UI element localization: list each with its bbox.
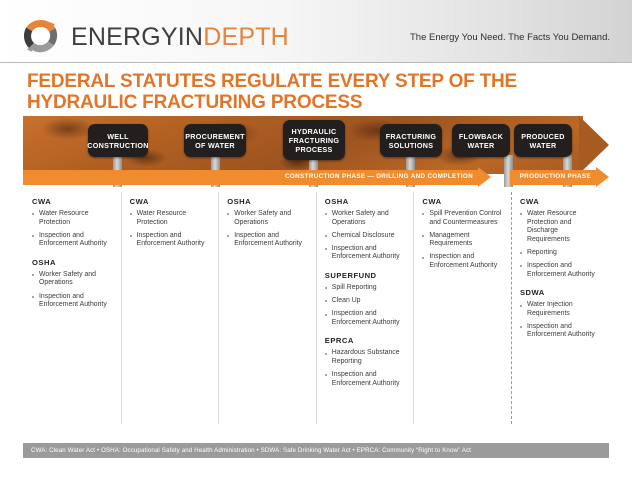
list-item: Hazardous Substance Reporting — [324, 349, 407, 366]
brand-wordmark: ENERGYINDEPTH — [71, 23, 289, 52]
acronym-legend-text: CWA: Clean Water Act • OSHA: Occupationa… — [31, 447, 471, 454]
stage-stem-5 — [504, 155, 513, 187]
statute-heading: OSHA — [324, 197, 349, 206]
statute-group: CWA Water Resource Protection and Dischar… — [519, 197, 602, 279]
stage-bubble-produced-water[interactable]: PRODUCED WATER — [514, 124, 572, 157]
list-item: Water Resource Protection and Discharge … — [519, 210, 602, 244]
stage-label-2: PROCUREMENT OF WATER — [185, 131, 245, 150]
statute-item-list: Spill Prevention Control and Countermeas… — [422, 210, 504, 271]
statute-heading: CWA — [422, 197, 442, 206]
page-title: FEDERAL STATUTES REGULATE EVERY STEP OF … — [27, 71, 518, 113]
statute-heading: CWA — [32, 197, 52, 206]
column-divider — [218, 192, 220, 424]
phase-label-production: PRODUCTION PHASE — [519, 173, 591, 181]
list-item: Reporting — [519, 249, 602, 258]
logo-depth-text: DEPTH — [203, 22, 289, 51]
list-item: Inspection and Enforcement Authority — [324, 310, 407, 327]
statute-heading: SUPERFUND — [324, 270, 377, 280]
statute-column-6: CWA Water Resource Protection and Dischar… — [510, 189, 609, 438]
brand-logo[interactable]: ENERGYINDEPTH — [20, 16, 289, 58]
list-item: Water Resource Protection — [129, 210, 212, 227]
band-arrow-tip — [579, 116, 609, 174]
phase-divider-dashed — [510, 192, 512, 424]
phase-bar-production: PRODUCTION PHASE — [510, 167, 609, 187]
list-item: Inspection and Enforcement Authority — [519, 323, 602, 340]
list-item: Clean Up — [324, 297, 407, 306]
list-item: Inspection and Enforcement Authority — [422, 253, 504, 270]
stage-label-4: FRACTURING SOLUTIONS — [385, 131, 437, 150]
statute-column-5: CWA Spill Prevention Control and Counterm… — [413, 189, 511, 438]
statute-heading: EPRCA — [324, 336, 354, 346]
phase-bar-construction-body — [23, 170, 478, 185]
list-item: Worker Safety and Operations — [324, 210, 407, 227]
statute-heading: OSHA — [227, 197, 252, 206]
statute-heading: CWA — [129, 197, 149, 206]
stage-label-6: PRODUCED WATER — [521, 131, 565, 150]
list-item: Management Requirements — [422, 232, 504, 249]
list-item: Inspection and Enforcement Authority — [32, 232, 114, 249]
phase-label-construction: CONSTRUCTION PHASE — DRILLING AND COMPLE… — [285, 173, 473, 181]
page-header: ENERGYINDEPTH The Energy You Need. The F… — [0, 0, 632, 63]
logo-in-text: IN — [177, 22, 204, 51]
phase-bar-construction-head — [478, 167, 491, 187]
logo-energy-text: ENERGY — [71, 22, 178, 51]
stage-bubble-well-construction[interactable]: WELL CONSTRUCTION — [87, 124, 149, 157]
statute-heading: SDWA — [519, 288, 545, 298]
statute-heading: CWA — [519, 197, 540, 206]
column-divider — [120, 192, 122, 424]
list-item: Inspection and Enforcement Authority — [32, 293, 114, 310]
list-item: Worker Safety and Operations — [32, 271, 114, 288]
brand-tagline: The Energy You Need. The Facts You Deman… — [410, 32, 610, 43]
list-item: Inspection and Enforcement Authority — [324, 245, 407, 262]
stage-label-1: WELL CONSTRUCTION — [87, 131, 149, 150]
column-divider — [315, 192, 317, 424]
phase-bar-production-body — [510, 170, 596, 185]
list-item: Inspection and Enforcement Authority — [519, 262, 602, 279]
list-item: Water Injection Requirements — [519, 301, 602, 318]
stage-bubble-fracturing-solutions[interactable]: FRACTURING SOLUTIONS — [380, 124, 442, 157]
phase-bar-construction: CONSTRUCTION PHASE — DRILLING AND COMPLE… — [23, 167, 491, 187]
list-item: Spill Reporting — [324, 284, 407, 293]
statute-group: CWA Spill Prevention Control and Counterm… — [422, 197, 504, 271]
stage-label-5: FLOWBACK WATER — [458, 131, 504, 150]
phase-bar-production-head — [596, 167, 609, 187]
list-item: Worker Safety and Operations — [227, 210, 309, 227]
stage-bubble-flowback-water[interactable]: FLOWBACK WATER — [452, 124, 510, 157]
column-divider — [413, 192, 415, 424]
list-item: Water Resource Protection — [32, 210, 114, 227]
list-item: Inspection and Enforcement Authority — [324, 371, 407, 388]
stage-bubble-hydraulic-fracturing-process[interactable]: HYDRAULIC FRACTURING PROCESS — [283, 120, 345, 160]
circular-arrows-logo-icon — [20, 16, 62, 58]
acronym-legend: CWA: Clean Water Act • OSHA: Occupationa… — [23, 443, 609, 458]
list-item: Chemical Disclosure — [324, 232, 407, 241]
list-item: Inspection and Enforcement Authority — [129, 232, 212, 249]
list-item: Inspection and Enforcement Authority — [227, 232, 309, 249]
list-item: Spill Prevention Control and Countermeas… — [422, 210, 504, 227]
statute-item-list: Water Resource Protection and Discharge … — [519, 210, 602, 279]
statute-heading: OSHA — [32, 257, 56, 267]
stage-bubble-procurement-of-water[interactable]: PROCUREMENT OF WATER — [184, 124, 246, 157]
stage-label-3: HYDRAULIC FRACTURING PROCESS — [288, 126, 340, 154]
